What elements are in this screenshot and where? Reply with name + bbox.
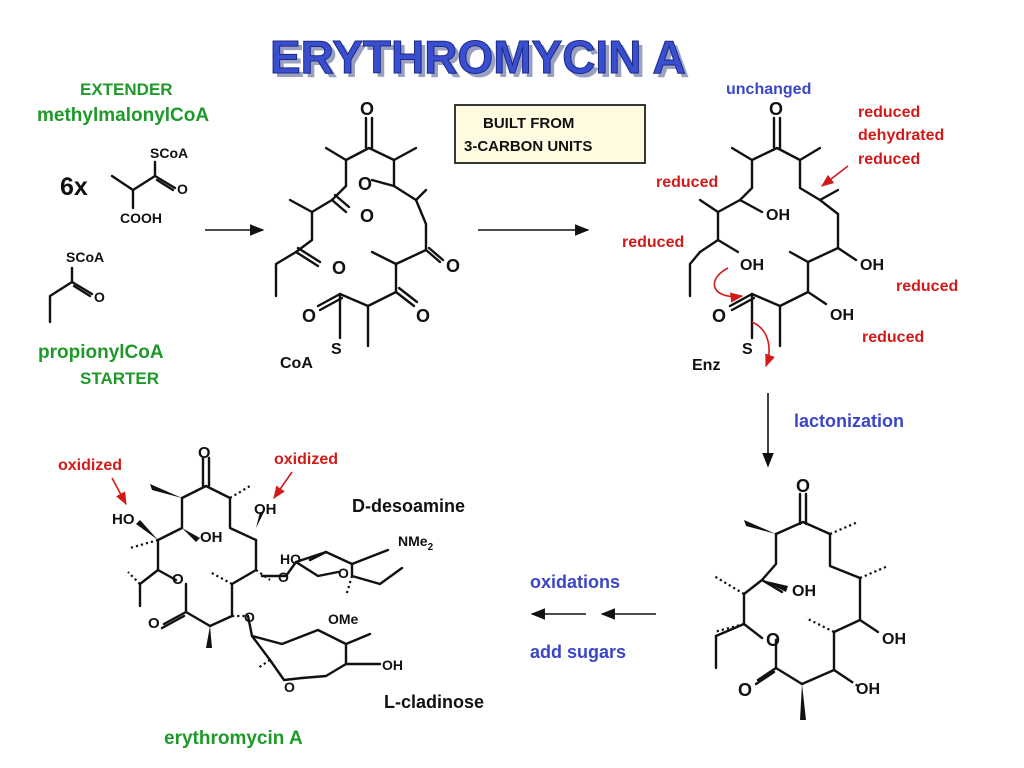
oxidized-label-1: oxidized	[58, 457, 122, 474]
reduced-label-3: reduced	[656, 174, 718, 191]
polyketide-o-3: O	[360, 206, 374, 226]
multiplier-label: 6x	[60, 173, 88, 201]
reduced-s: S	[742, 341, 753, 358]
propionyl-structure	[48, 266, 94, 324]
dehydrated-label: dehydrated	[858, 127, 944, 144]
starter-scoa-label: SCoA	[66, 249, 104, 265]
reduced-label-2: reduced	[858, 151, 920, 168]
lactonization-label: lactonization	[794, 411, 904, 431]
ery-oh-2: OH	[254, 501, 277, 518]
aglycone-o-carbonyl: O	[738, 680, 752, 700]
ery-ho: HO	[112, 511, 135, 528]
aglycone-structure: O OH O OH O OH	[713, 476, 906, 720]
cladinose-oh: OH	[382, 657, 403, 673]
reduced-label-1: reduced	[858, 104, 920, 121]
reduced-oh-2: OH	[740, 257, 764, 274]
cladinose-label: L-cladinose	[384, 692, 484, 712]
dehydrated-pointer	[820, 165, 849, 187]
reduced-o-thioester: O	[712, 306, 726, 326]
leaving-arrow	[751, 321, 775, 368]
erythromycin-structure: O HO OH OH O O O O HO O NMe2 OMe OH O	[112, 445, 434, 695]
extender-carbonyl-o: O	[177, 181, 188, 197]
polyketide-o-4: O	[332, 258, 346, 278]
oxidized-label-2: oxidized	[274, 451, 338, 468]
polyketide-structure: O O O O O O O CoA S	[274, 99, 460, 372]
reduced-oh-1: OH	[766, 207, 790, 224]
aglycone-o-top: O	[796, 476, 810, 496]
reduced-o-top: O	[769, 99, 783, 119]
extender-cooh-label: COOH	[120, 210, 162, 226]
polyketide-o-5: O	[446, 256, 460, 276]
page-title: ERYTHROMYCIN A	[270, 31, 686, 83]
reduced-oh-4: OH	[830, 307, 854, 324]
attack-arrow	[713, 267, 744, 303]
extender-name-label: methylmalonylCoA	[37, 105, 209, 126]
desoamine-ho: HO	[280, 551, 301, 567]
built-box-line2: 3-CARBON UNITS	[464, 138, 592, 155]
extender-role-label: EXTENDER	[80, 80, 173, 99]
aglycone-ring-o: O	[766, 630, 780, 650]
polyketide-o-6: O	[302, 306, 316, 326]
title-shadow: ERYTHROMYCIN A	[274, 35, 690, 87]
polyketide-s: S	[331, 341, 342, 358]
built-box-line1: BUILT FROM	[483, 115, 574, 132]
cladinose-ome: OMe	[328, 611, 359, 627]
reduced-label-5: reduced	[896, 278, 958, 295]
reduced-chain-structure: O OH OH OH OH O Enz S	[688, 99, 884, 374]
unchanged-label: unchanged	[726, 81, 811, 98]
polyketide-o-2: O	[358, 174, 372, 194]
reduced-label-4: reduced	[622, 234, 684, 251]
polyketide-o-7: O	[416, 306, 430, 326]
starter-role-label: STARTER	[80, 369, 159, 388]
cladinose-ring-o: O	[284, 679, 295, 695]
ery-o-top: O	[198, 445, 210, 462]
ery-o-carbonyl: O	[148, 615, 160, 632]
oxidized-pointer-1	[111, 477, 127, 506]
ery-glyc-o-1: O	[278, 569, 289, 585]
desoamine-ring-o: O	[338, 565, 349, 581]
starter-carbonyl-o: O	[94, 289, 105, 305]
add-sugars-label: add sugars	[530, 642, 626, 662]
ery-oh-1: OH	[200, 529, 223, 546]
polyketide-o-1: O	[360, 99, 374, 119]
built-from-box: BUILT FROM 3-CARBON UNITS	[454, 104, 646, 164]
oxidized-pointer-2	[273, 471, 293, 500]
starting-materials: EXTENDER methylmalonylCoA 6x SCoA O COOH…	[37, 80, 209, 388]
extender-scoa-label: SCoA	[150, 145, 188, 161]
methylmalonyl-structure	[110, 160, 177, 210]
reduced-enz: Enz	[692, 357, 720, 374]
desoamine-nme: NMe2	[398, 533, 434, 553]
ery-glyc-o-2: O	[244, 609, 255, 625]
ery-ring-o: O	[172, 571, 184, 588]
aglycone-oh-3: OH	[856, 681, 880, 698]
polyketide-coa: CoA	[280, 355, 313, 372]
reduced-label-6: reduced	[862, 329, 924, 346]
reduced-oh-3: OH	[860, 257, 884, 274]
aglycone-oh-1: OH	[792, 583, 816, 600]
aglycone-oh-2: OH	[882, 631, 906, 648]
starter-name-label: propionylCoA	[38, 342, 164, 363]
desoamine-label: D-desoamine	[352, 496, 465, 516]
oxidations-label: oxidations	[530, 572, 620, 592]
product-name-label: erythromycin A	[164, 728, 303, 749]
